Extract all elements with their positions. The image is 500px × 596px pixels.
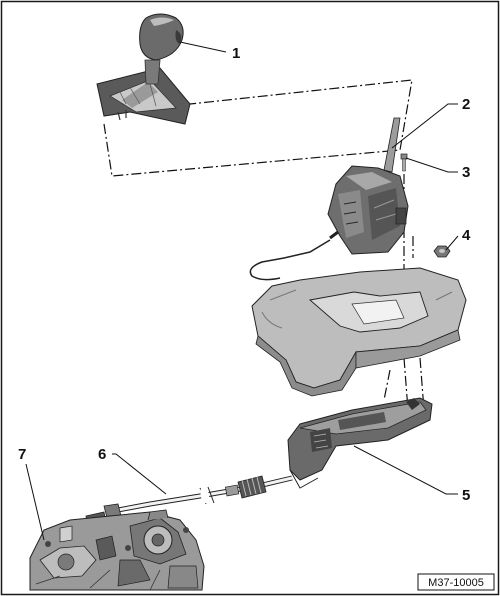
leader-6 [112,453,167,495]
leader-5 [353,445,458,495]
reference-code-box: M37-10005 [417,573,495,591]
leader-4 [445,235,459,251]
center-console [251,267,467,397]
transmission-housing [29,509,205,591]
callout-label-7: 7 [18,446,26,463]
callout-leaders [25,41,459,541]
selector-mechanism [249,117,409,281]
callout-label-2: 2 [462,96,470,113]
bolt-part [400,153,408,172]
callout-label-4: 4 [462,227,471,244]
callout-label-1: 1 [232,45,240,62]
leader-2 [391,103,458,149]
gear-knob-with-boot [96,13,191,125]
callout-label-5: 5 [462,487,470,504]
callout-label-3: 3 [462,164,470,181]
leader-1 [179,41,227,53]
leader-7 [25,463,45,541]
callout-label-6: 6 [98,446,106,463]
mounting-bracket [287,397,433,489]
nut-part [433,245,451,258]
reference-code: M37-10005 [428,577,484,589]
leader-3 [405,157,458,173]
